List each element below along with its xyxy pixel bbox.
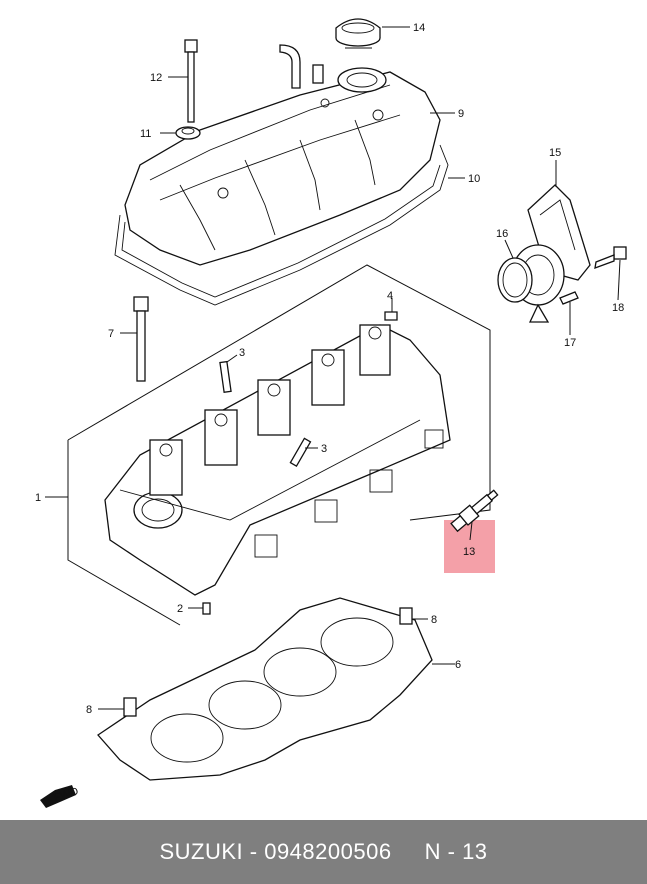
spacer <box>392 839 425 865</box>
callout-15: 15 <box>549 147 561 159</box>
pin <box>202 602 211 615</box>
dowel-pin <box>399 607 413 625</box>
fwd-label: FWD <box>52 785 80 804</box>
leader-lines <box>45 26 621 710</box>
callout-1: 1 <box>35 492 41 504</box>
part-caption-bar: SUZUKI - 0948200506 N - 13 <box>0 820 647 884</box>
cylinder-head-cover <box>124 44 441 266</box>
seal-washer <box>175 126 201 140</box>
o-ring-gasket <box>497 257 533 303</box>
dowel-pin <box>123 697 137 717</box>
callout-10: 10 <box>468 173 480 185</box>
head-gasket <box>97 597 433 781</box>
separator: - <box>243 839 265 864</box>
callout-labels: 1 2 3 3 4 6 7 8 8 9 10 11 12 13 14 15 16… <box>35 22 624 716</box>
callout-11: 11 <box>140 128 151 140</box>
callout-3: 3 <box>321 443 327 455</box>
brand-name: SUZUKI <box>159 839 244 864</box>
callout-9: 9 <box>458 108 464 120</box>
cylinder-head <box>104 324 451 596</box>
cover-bolt <box>184 39 198 123</box>
spark-plug <box>450 489 499 533</box>
bracket-bolt <box>594 246 627 269</box>
exploded-parts-diagram: FWD 1 2 3 3 4 6 7 8 8 9 10 11 12 <box>35 18 627 808</box>
cover-gasket <box>114 144 449 306</box>
highlight-box-13 <box>444 520 495 573</box>
callout-3: 3 <box>239 347 245 359</box>
callout-6: 6 <box>455 659 461 671</box>
callout-4: 4 <box>387 290 393 302</box>
callout-12: 12 <box>150 72 162 84</box>
callout-7: 7 <box>108 328 114 340</box>
head-bolt <box>133 296 149 382</box>
callout-13: 13 <box>463 546 475 558</box>
callout-14: 14 <box>413 22 425 34</box>
callout-8: 8 <box>431 614 437 626</box>
fwd-arrow-icon: FWD <box>40 785 80 808</box>
stud-bolt <box>219 360 312 468</box>
callout-2: 2 <box>177 603 183 615</box>
callout-16: 16 <box>496 228 508 240</box>
diagram-reference: N - 13 <box>424 839 488 864</box>
callout-8: 8 <box>86 704 92 716</box>
callout-18: 18 <box>612 302 624 314</box>
housing-bolt <box>559 291 579 305</box>
part-number: 0948200506 <box>264 839 392 864</box>
oil-filler-cap <box>335 18 381 49</box>
callout-17: 17 <box>564 337 576 349</box>
clip <box>384 311 398 321</box>
